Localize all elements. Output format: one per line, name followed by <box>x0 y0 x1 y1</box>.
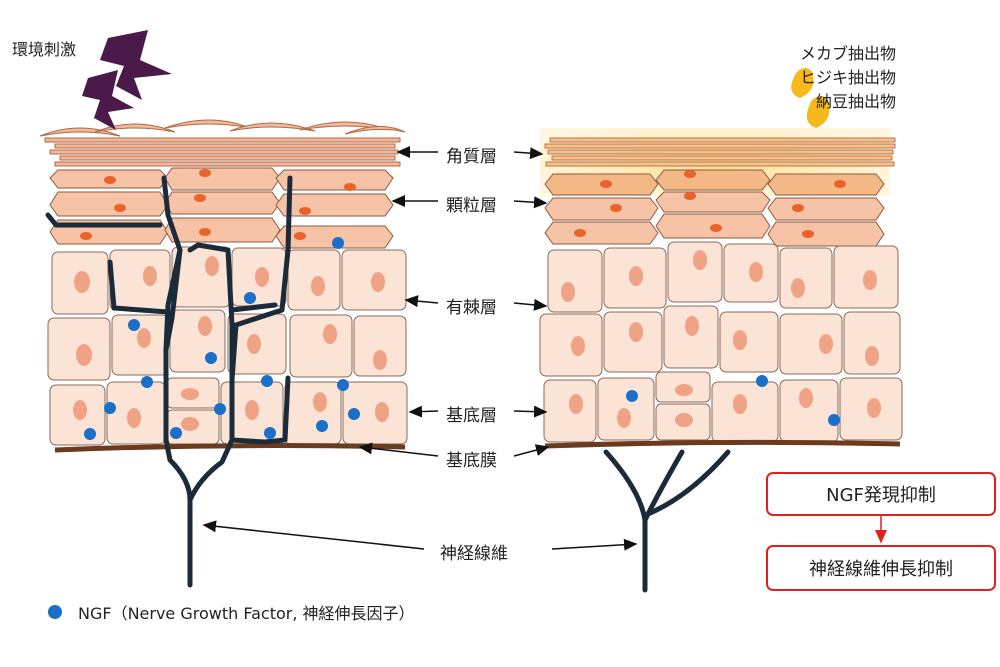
extract-label-natto: 納豆抽出物 <box>816 92 897 111</box>
right-ngf-dots <box>626 375 840 426</box>
stimulus-label: 環境刺激 <box>12 40 77 59</box>
layer-label-granular: 顆粒層 <box>446 196 497 216</box>
right-granular <box>544 169 885 247</box>
ngf-suppression-box: NGF発現抑制 <box>766 472 996 516</box>
right-granular-nuclei <box>574 170 846 238</box>
layer-label-spinous: 有棘層 <box>446 298 497 318</box>
left-cell-nuclei <box>73 256 389 431</box>
layer-label-basal: 基底層 <box>446 406 497 426</box>
left-nerve-fibers <box>45 175 293 588</box>
left-granular <box>49 167 394 249</box>
legend: NGF（Nerve Growth Factor, 神経伸長因子） <box>48 600 415 624</box>
layer-label-nerve-fiber: 神経線維 <box>440 544 508 564</box>
lightning-icon <box>82 30 172 130</box>
left-corneum <box>39 119 406 167</box>
left-skin <box>39 30 408 588</box>
layer-label-basement-membrane: 基底膜 <box>446 451 497 471</box>
droplet-icon <box>791 68 830 128</box>
right-corneum <box>544 137 896 167</box>
right-cell-nuclei <box>561 250 881 428</box>
right-nerve-fibers <box>603 449 731 593</box>
ngf-dot-icon <box>48 605 62 619</box>
extract-label-hijiki: ヒジキ抽出物 <box>800 68 897 87</box>
label-arrows <box>202 146 638 551</box>
left-ngf-dots <box>84 237 360 440</box>
left-granular-nuclei <box>80 169 356 240</box>
extract-label-mekabu: メカブ抽出物 <box>800 44 897 63</box>
layer-label-corneum: 角質層 <box>446 147 497 167</box>
right-cells <box>539 241 903 443</box>
right-skin <box>539 68 903 593</box>
nerve-suppression-box: 神経線維伸長抑制 <box>766 545 996 591</box>
extract-labels: メカブ抽出物 ヒジキ抽出物 納豆抽出物 <box>800 42 896 114</box>
legend-ngf-label: NGF（Nerve Growth Factor, 神経伸長因子） <box>78 604 415 623</box>
right-basement-membrane <box>544 439 901 449</box>
